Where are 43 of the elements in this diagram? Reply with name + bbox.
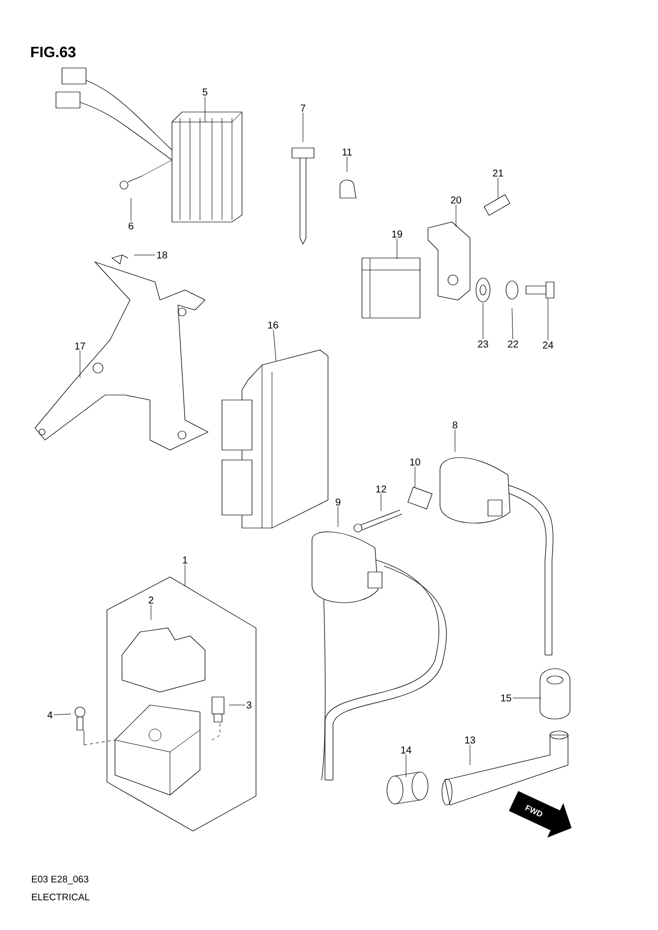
leader-line <box>396 238 398 260</box>
leader-line <box>184 564 186 586</box>
leader-line <box>204 96 206 122</box>
callout-number: 21 <box>492 170 504 176</box>
caption-text: ELECTRICAL <box>32 894 90 900</box>
callout-number: 14 <box>401 746 412 754</box>
callout-number: 18 <box>157 251 168 259</box>
figure-title: FIG.63 <box>31 46 76 58</box>
callout-number: 23 <box>478 340 488 348</box>
callout-number: 9 <box>336 498 340 506</box>
callout-number: 19 <box>392 230 402 238</box>
callout-number: 24 <box>542 342 554 348</box>
callout-number: 15 <box>501 694 512 702</box>
leader-line <box>512 308 514 340</box>
leader-line <box>130 198 132 222</box>
leader-line <box>273 330 276 362</box>
callout-number: 16 <box>268 321 278 329</box>
caption-text: E03 E28_063 <box>32 876 88 884</box>
callout-number: 11 <box>342 148 352 156</box>
callout-number: 3 <box>246 701 252 709</box>
leader-line <box>380 493 382 512</box>
leader-line <box>346 156 348 172</box>
callout-number: 20 <box>450 196 462 204</box>
callout-number: 10 <box>410 458 420 466</box>
callout-number: 4 <box>47 712 52 718</box>
leader-line <box>414 466 416 488</box>
leader-line <box>54 714 72 716</box>
callout-number: 7 <box>300 104 306 112</box>
leader-line <box>134 254 156 256</box>
leader-line <box>228 704 246 706</box>
callout-number: 12 <box>376 486 386 492</box>
callout-number: 22 <box>508 340 518 348</box>
callout-number: 8 <box>452 421 458 429</box>
callout-number: 13 <box>465 736 476 744</box>
callout-number: 1 <box>182 556 188 564</box>
leader-line <box>454 430 456 452</box>
callout-number: 2 <box>148 596 154 604</box>
leader-line <box>482 302 484 340</box>
callout-number: 5 <box>202 88 208 96</box>
leader-line <box>150 604 152 620</box>
callout-number: 17 <box>75 342 86 350</box>
leader-line <box>302 112 304 142</box>
callout-number: 6 <box>128 222 134 230</box>
